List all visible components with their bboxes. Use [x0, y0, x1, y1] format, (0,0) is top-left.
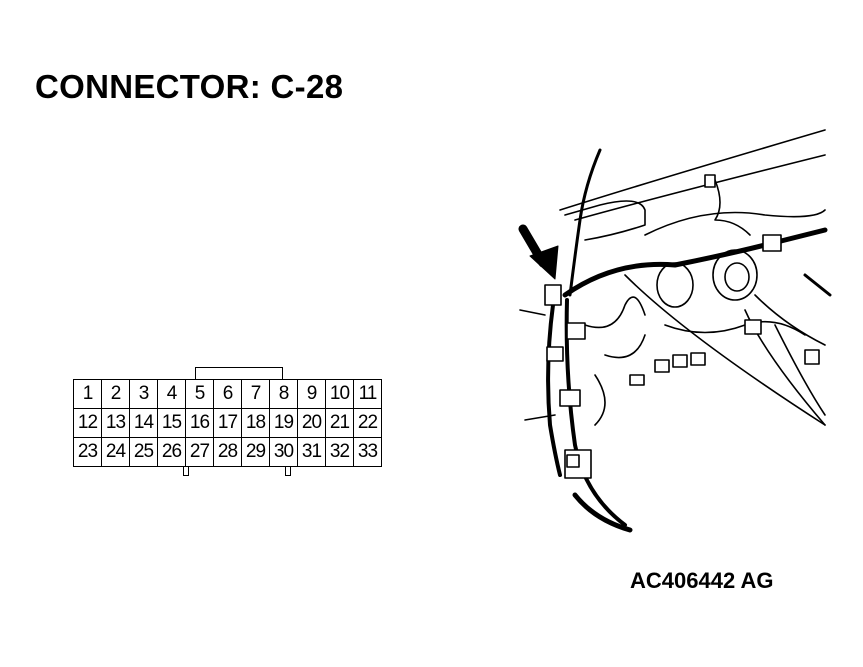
- harness-top: [568, 148, 602, 297]
- connector-lock-right: [285, 467, 291, 476]
- pin-cell: 2: [101, 379, 130, 409]
- connector-title: CONNECTOR: C-28: [35, 68, 344, 105]
- pin-cell: 9: [297, 379, 326, 409]
- gauge: [656, 262, 694, 308]
- pin-cell: 4: [157, 379, 186, 409]
- connector-lock-left: [183, 467, 189, 476]
- windshield-pillar: [564, 200, 646, 241]
- connector-top-tab: [195, 367, 283, 380]
- pin-cell: 8: [269, 379, 298, 409]
- figure-code: AC406442 AG: [630, 568, 774, 593]
- locator-arrow: [518, 224, 559, 280]
- pin-cell: 19: [269, 408, 298, 438]
- pin-cell: 17: [213, 408, 242, 438]
- pin-cell: 24: [101, 437, 130, 467]
- pin-cell: 14: [129, 408, 158, 438]
- dashboard-outline: [574, 154, 826, 221]
- dashboard-outline: [559, 129, 826, 211]
- pin-cell: 32: [325, 437, 354, 467]
- pin-cell: 11: [353, 379, 382, 409]
- pin-cell: 22: [353, 408, 382, 438]
- pin-cell: 26: [157, 437, 186, 467]
- pin-cell: 1: [73, 379, 102, 409]
- pin-cell: 10: [325, 379, 354, 409]
- pin-cell: 3: [129, 379, 158, 409]
- pin-cell: 15: [157, 408, 186, 438]
- pin-cell: 27: [185, 437, 214, 467]
- gauge: [724, 262, 750, 292]
- main-harness: [562, 227, 828, 298]
- pin-cell: 23: [73, 437, 102, 467]
- dashboard-lower: [624, 274, 826, 426]
- pin-cell: 12: [73, 408, 102, 438]
- instrument-panel: [644, 209, 826, 236]
- pin-cell: 18: [241, 408, 270, 438]
- side-branch: [803, 273, 832, 297]
- pin-cell: 13: [101, 408, 130, 438]
- pin-cell: 7: [241, 379, 270, 409]
- harness-illustration: [518, 129, 832, 533]
- pin-cell: 33: [353, 437, 382, 467]
- main-harness: [546, 303, 562, 477]
- pin-cell: 28: [213, 437, 242, 467]
- pin-cell: 20: [297, 408, 326, 438]
- pin-cell: 25: [129, 437, 158, 467]
- harness-end: [572, 492, 633, 533]
- dashboard-lower: [754, 294, 826, 346]
- pin-cell: 6: [213, 379, 242, 409]
- pin-cell: 21: [325, 408, 354, 438]
- pin-cell: 30: [269, 437, 298, 467]
- pin-cell: 16: [185, 408, 214, 438]
- main-harness: [564, 298, 627, 527]
- pin-cell: 31: [297, 437, 326, 467]
- pin-cell: 5: [185, 379, 214, 409]
- pin-cell: 29: [241, 437, 270, 467]
